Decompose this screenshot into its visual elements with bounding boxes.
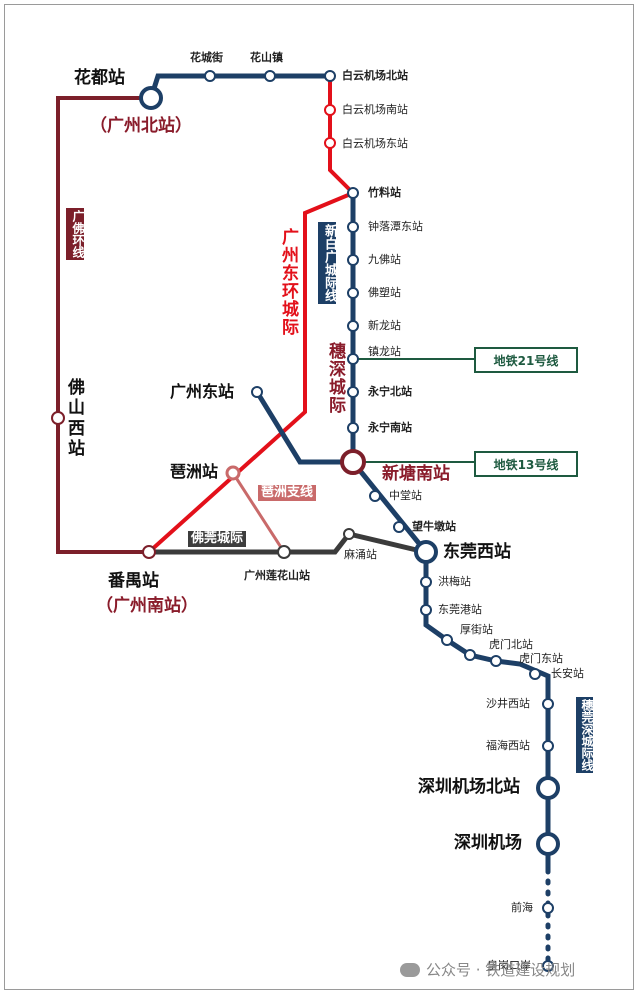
node-changan <box>529 668 541 680</box>
node-huashanzhen <box>264 70 276 82</box>
node-zhongluotan-east <box>347 221 359 233</box>
node-wangniudun <box>393 521 405 533</box>
node-huadu <box>139 86 163 110</box>
station-xinlong: 新龙站 <box>368 319 401 332</box>
station-baiyun-north: 白云机场北站 <box>342 69 408 82</box>
node-hongmei <box>420 576 432 588</box>
label-guangfo-ring: 广佛环线 <box>66 208 85 260</box>
station-zhongluotan-east: 钟落潭东站 <box>368 220 423 233</box>
node-baiyun-east <box>324 137 336 149</box>
station-zhuliao: 竹料站 <box>368 186 401 199</box>
station-sz-airport: 深圳机场 <box>454 833 522 853</box>
line-guangfo-ring <box>56 96 151 554</box>
node-fuhai-west <box>542 740 554 752</box>
node-dongguan-west <box>414 540 438 564</box>
station-hongmei: 洪梅站 <box>438 575 471 588</box>
node-guangzhou-east <box>251 386 263 398</box>
station-dongguangang: 东莞港站 <box>438 603 482 616</box>
metro-21-box: 地铁21号线 <box>474 347 578 373</box>
node-zhongtang <box>369 490 381 502</box>
station-xintang-south: 新塘南站 <box>382 464 450 484</box>
line-foguan <box>149 531 426 555</box>
station-houjie: 厚街站 <box>460 623 493 636</box>
node-xinlong <box>347 320 359 332</box>
station-lianhuashan: 广州莲花山站 <box>244 569 310 582</box>
station-huanggang: 皇岗口岸 <box>487 959 531 972</box>
station-sz-airport-north: 深圳机场北站 <box>418 777 520 797</box>
line-pizhou-branch <box>231 472 286 553</box>
line-top-navy <box>148 73 330 99</box>
station-baiyun-south: 白云机场南站 <box>342 103 408 116</box>
node-humen-north <box>464 649 476 661</box>
station-guangzhou-east: 广州东站 <box>170 382 235 401</box>
node-humen-east <box>490 655 502 667</box>
station-machong: 麻涌站 <box>344 548 377 561</box>
label-dong-ring: 广州东环城际 <box>278 228 298 336</box>
station-fosu: 佛塑站 <box>368 286 401 299</box>
label-xinbai: 新白广城际线 <box>318 222 337 304</box>
node-fosu <box>347 287 359 299</box>
node-yongning-north <box>347 386 359 398</box>
station-shajing-west: 沙井西站 <box>486 697 530 710</box>
station-wangniudun: 望牛墩站 <box>412 520 456 533</box>
node-sz-airport-north <box>536 776 560 800</box>
station-jiufo: 九佛站 <box>368 253 401 266</box>
station-huadu-alt: （广州北站） <box>90 116 192 136</box>
node-baiyun-south <box>324 104 336 116</box>
station-yongning-north: 永宁北站 <box>368 385 412 398</box>
station-humen-east: 虎门东站 <box>519 652 563 665</box>
node-baiyun-north <box>324 70 336 82</box>
label-foguan: 佛莞城际 <box>188 531 247 548</box>
station-foshan-west: 佛山西站 <box>68 378 85 460</box>
node-huachengjie <box>204 70 216 82</box>
node-machong <box>343 528 355 540</box>
node-panyu <box>142 545 156 559</box>
node-zhenlong <box>347 353 359 365</box>
node-sz-airport <box>536 832 560 856</box>
station-dongguan-west: 东莞西站 <box>443 542 511 562</box>
line-dong-ring <box>147 191 354 554</box>
node-jiufo <box>347 254 359 266</box>
station-zhenlong: 镇龙站 <box>368 345 401 358</box>
node-huanggang <box>542 960 554 972</box>
node-houjie <box>441 634 453 646</box>
label-suiguanshen: 穗莞深城际线 <box>576 697 594 773</box>
line-airport-red <box>328 76 355 195</box>
node-xintang-south <box>340 449 366 475</box>
station-yongning-south: 永宁南站 <box>368 421 412 434</box>
station-fuhai-west: 福海西站 <box>486 739 530 752</box>
node-foshan-west <box>51 411 65 425</box>
node-qianhai <box>542 902 554 914</box>
line-gz-east-link <box>254 390 353 465</box>
watermark: 公众号 · 铁道建设规划 <box>400 959 575 980</box>
node-lianhuashan <box>277 545 291 559</box>
station-huashanzhen: 花山镇 <box>250 51 283 64</box>
station-qianhai: 前海 <box>511 901 533 914</box>
station-panyu: 番禺站 <box>108 571 159 591</box>
station-baiyun-east: 白云机场东站 <box>342 137 408 150</box>
metro-13-box: 地铁13号线 <box>474 451 578 477</box>
node-shajing-west <box>542 698 554 710</box>
node-yongning-south <box>347 422 359 434</box>
station-panyu-alt: （广州南站） <box>96 596 198 616</box>
label-suishen: 穗深城际 <box>325 342 345 414</box>
station-pizhou: 琶洲站 <box>170 462 219 481</box>
station-changan: 长安站 <box>551 667 584 680</box>
map-frame <box>4 4 634 990</box>
watermark-text: 公众号 · 铁道建设规划 <box>426 961 576 979</box>
station-zhongtang: 中堂站 <box>389 489 422 502</box>
node-pizhou <box>225 465 241 481</box>
wechat-icon <box>400 962 420 977</box>
node-zhuliao <box>347 187 359 199</box>
station-humen-north: 虎门北站 <box>489 638 533 651</box>
station-huadu: 花都站 <box>74 68 125 88</box>
label-pizhou-branch: 琶洲支线 <box>258 485 317 502</box>
station-huachengjie: 花城街 <box>190 51 223 64</box>
node-dongguangang <box>420 604 432 616</box>
